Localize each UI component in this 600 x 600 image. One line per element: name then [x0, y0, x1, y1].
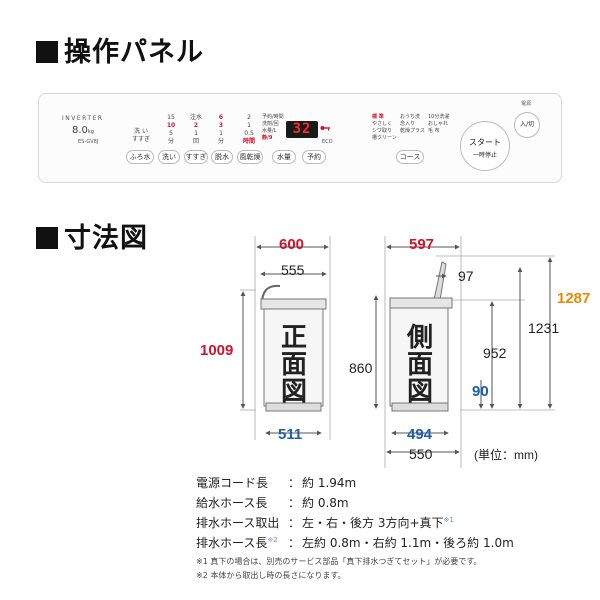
spec-row: 排水ホース取出：左・右・後方 3方向+真下※1	[196, 516, 454, 530]
front-width-value: 600	[279, 236, 305, 253]
dimensions-section-heading: 寸法図	[36, 216, 148, 255]
spec-list: 電源コード長：約 1.94m 給水ホース長：約 0.8m 排水ホース取出：左・右…	[196, 474, 514, 554]
course-list-1: 標 準やさしくシワ取り槽クリーン	[372, 114, 397, 141]
course-list-3: 10分洗濯おしゃれ毛 布	[428, 114, 450, 134]
panel-section-heading: 操作パネル	[36, 30, 204, 69]
side-base-height-value: 90	[472, 383, 489, 400]
digital-display: 32	[286, 121, 318, 138]
side-view-label: 側面図	[406, 323, 433, 407]
rinse-button[interactable]: すすぎ	[184, 150, 208, 164]
footnote-1: ※1 真下の場合は、別売のサービス部品「真下排水つぎてセット」が必要です。	[196, 557, 482, 566]
timer-button[interactable]: 予約	[302, 150, 326, 164]
course-list-2: おうち洗念入り乾燥プラス	[400, 114, 425, 134]
front-view-washer	[260, 284, 327, 412]
power-caption: 電源	[521, 101, 532, 107]
front-height-value: 1009	[200, 342, 234, 359]
capacity-label: 8.0kg	[72, 125, 94, 136]
side-height-body-value: 952	[483, 345, 507, 361]
spec-row: 排水ホース長※2：左約 0.8m・右約 1.1m・後ろ約 1.0m	[196, 536, 514, 550]
water-level-button[interactable]: 水量	[272, 150, 296, 164]
front-body-width-value: 555	[281, 262, 305, 278]
spin-button[interactable]: 脱水	[211, 150, 233, 164]
spec-row: 給水ホース長：約 0.8m	[196, 496, 349, 510]
course-button[interactable]: コース	[396, 150, 424, 164]
side-bottom-value: 550	[409, 446, 433, 462]
power-button[interactable]: 入/切	[514, 112, 540, 138]
side-base-value: 494	[407, 426, 433, 443]
side-height-lid-value: 1231	[528, 320, 560, 336]
front-base-value: 511	[278, 426, 303, 443]
course-label-group: 洗 いすすぎ	[131, 128, 150, 143]
side-860-value: 860	[349, 360, 373, 376]
model-label: ES-GV8J	[78, 139, 99, 145]
spec-row: 電源コード長：約 1.94m	[196, 476, 357, 490]
side-lid-value: 97	[458, 268, 474, 284]
start-pause-button[interactable]: スタート 一時停止	[460, 121, 510, 171]
side-depth-value: 597	[409, 236, 435, 253]
key-icon	[320, 124, 330, 132]
side-view-washer	[389, 261, 453, 412]
side-total-height-value: 1287	[557, 290, 591, 307]
bath-water-button[interactable]: ふろ水	[126, 150, 154, 164]
wash-button[interactable]: 洗い	[158, 150, 180, 164]
front-view-label: 正面図	[280, 323, 307, 407]
brand-label: INVERTER	[62, 115, 104, 122]
eco-label: ECO	[322, 139, 333, 145]
footnote-2: ※2 本体から取出し時の長さになります。	[196, 571, 346, 580]
air-dry-button[interactable]: 風乾燥	[237, 150, 263, 164]
unit-label: (単位：mm)	[474, 448, 538, 462]
